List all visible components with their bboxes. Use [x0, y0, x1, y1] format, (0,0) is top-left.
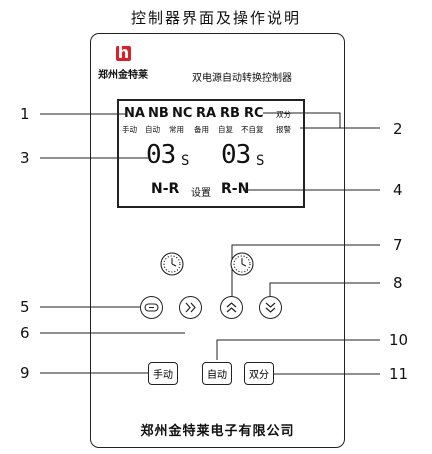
- lcd-display: [117, 99, 305, 208]
- brand-name: 郑州金特莱: [98, 70, 148, 81]
- double-off-button[interactable]: 双分: [244, 362, 274, 385]
- brand-logo-icon: h: [116, 43, 131, 62]
- double-chevron-right-icon: [185, 302, 196, 313]
- leader-line-2a: [263, 112, 380, 129]
- controller-panel: [90, 33, 345, 448]
- mode-rc: RC: [244, 106, 264, 121]
- callout-9: 9: [20, 364, 30, 382]
- callout-5: 5: [20, 298, 30, 316]
- double-chevron-up-icon: [226, 302, 237, 313]
- down-button[interactable]: [259, 296, 282, 319]
- page-title: 控制器界面及操作说明: [130, 9, 301, 27]
- callout-8: 8: [393, 274, 403, 292]
- mode-label-no-self-reset: 不自复: [241, 125, 264, 134]
- timer-left-digits: 03: [146, 140, 176, 170]
- company-name: 郑州金特莱电子有限公司: [140, 424, 295, 439]
- flag-alarm: 报警: [276, 125, 291, 134]
- mode-nc: NC: [172, 106, 193, 121]
- enter-icon: [144, 303, 159, 312]
- up-button[interactable]: [220, 296, 243, 319]
- mode-rb: RB: [220, 106, 240, 121]
- double-chevron-down-icon: [265, 302, 276, 313]
- callout-10: 10: [389, 331, 409, 349]
- logo-letter: h: [117, 43, 130, 62]
- clock-icon-left: [160, 252, 184, 276]
- timer-left-unit: S: [181, 153, 190, 169]
- callout-2: 2: [393, 120, 403, 138]
- leader-line-7: [231, 244, 380, 296]
- product-name: 双电源自动转换控制器: [192, 73, 292, 84]
- callout-11: 11: [389, 365, 409, 383]
- mode-label-manual: 手动: [122, 125, 137, 134]
- status-setting: 设置: [191, 188, 211, 199]
- mode-label-backup: 备用: [194, 125, 209, 134]
- flag-double-off: 双分: [276, 110, 291, 119]
- mode-label-primary: 常用: [169, 125, 184, 134]
- mode-na: NA: [124, 106, 145, 121]
- enter-button[interactable]: [140, 296, 163, 319]
- mode-nb: NB: [148, 106, 169, 121]
- manual-button[interactable]: 手动: [148, 362, 178, 385]
- mode-label-self-reset: 自复: [218, 125, 233, 134]
- callout-1: 1: [20, 105, 30, 123]
- mode-ra: RA: [196, 106, 217, 121]
- next-button[interactable]: [179, 296, 202, 319]
- leader-line-10: [216, 339, 380, 360]
- callout-6: 6: [20, 324, 30, 342]
- timer-right-unit: S: [256, 153, 265, 169]
- callout-4: 4: [393, 181, 403, 199]
- status-r-to-n: R-N: [221, 181, 250, 197]
- auto-button[interactable]: 自动: [202, 362, 232, 385]
- timer-right-digits: 03: [221, 140, 251, 170]
- leader-line-8: [269, 282, 380, 296]
- callout-3: 3: [20, 149, 30, 167]
- status-n-to-r: N-R: [151, 181, 180, 197]
- callout-7: 7: [393, 236, 403, 254]
- mode-label-auto: 自动: [145, 125, 160, 134]
- clock-icon-right: [230, 252, 254, 276]
